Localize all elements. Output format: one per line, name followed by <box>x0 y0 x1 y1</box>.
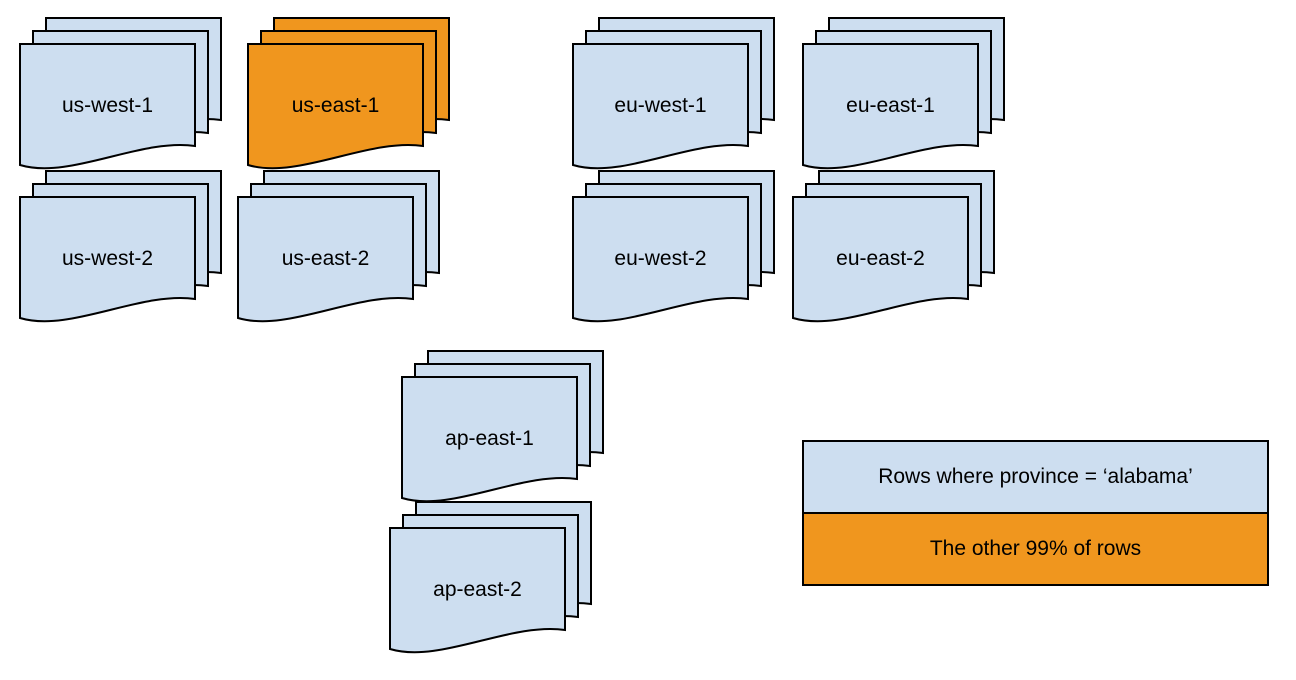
document-stack-icon <box>802 17 1005 170</box>
legend-label: The other 99% of rows <box>929 537 1142 560</box>
document-stack-icon <box>572 17 775 170</box>
region-stack-us-east-1: us-east-1 <box>247 17 453 175</box>
region-stack-us-east-2: us-east-2 <box>237 170 443 328</box>
document-stack-icon <box>19 170 222 323</box>
region-stack-us-west-1: us-west-1 <box>19 17 225 175</box>
legend-label: Rows where province = ‘alabama’ <box>878 465 1193 488</box>
document-stack-icon <box>401 350 604 503</box>
document-stack-icon <box>792 170 995 323</box>
document-stack-icon <box>389 501 592 654</box>
legend-item-other-rows: The other 99% of rows <box>804 512 1267 584</box>
region-stack-eu-west-1: eu-west-1 <box>572 17 778 175</box>
document-stack-icon <box>237 170 440 323</box>
document-stack-icon <box>247 17 450 170</box>
region-stack-ap-east-1: ap-east-1 <box>401 350 607 508</box>
region-stack-eu-east-2: eu-east-2 <box>792 170 998 328</box>
document-stack-icon <box>19 17 222 170</box>
document-stack-icon <box>572 170 775 323</box>
legend-item-alabama-rows: Rows where province = ‘alabama’ <box>804 442 1267 512</box>
region-stack-eu-east-1: eu-east-1 <box>802 17 1008 175</box>
partition-legend: Rows where province = ‘alabama’ The othe… <box>802 440 1269 586</box>
region-stack-us-west-2: us-west-2 <box>19 170 225 328</box>
region-stack-eu-west-2: eu-west-2 <box>572 170 778 328</box>
region-stack-ap-east-2: ap-east-2 <box>389 501 595 659</box>
